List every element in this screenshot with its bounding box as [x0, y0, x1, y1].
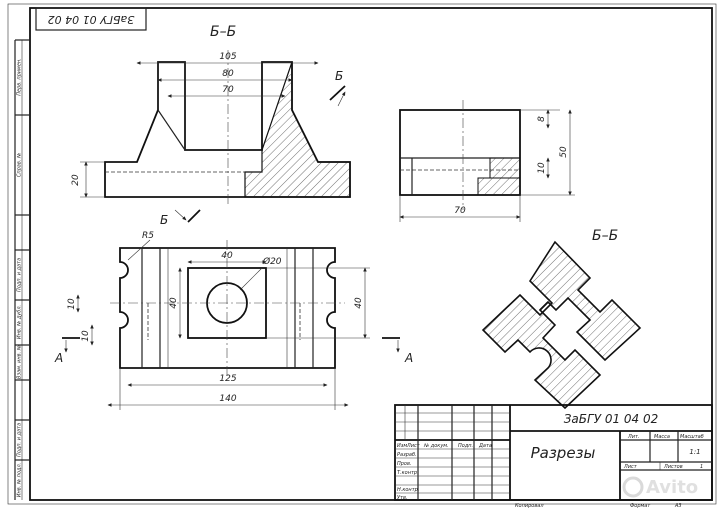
row-label: Разраб.: [397, 452, 417, 458]
rotated-stamp-text: ЗаБГУ 01 04 02: [48, 13, 135, 26]
section-title: Б–Б: [210, 24, 236, 40]
strip-label: Справ. №: [17, 153, 23, 177]
row-label: Пров.: [397, 461, 412, 467]
title-block: ЗаБГУ 01 04 02 Разрезы Изм Лист № докум.…: [394, 404, 713, 509]
dim-20: 20: [71, 174, 81, 186]
cut-letter-a-left: А: [54, 351, 63, 365]
dim-50: 50: [559, 146, 569, 158]
format-value: А3: [674, 503, 682, 509]
row-label: Т.контр.: [397, 470, 419, 476]
mass-label: Масса: [654, 434, 670, 440]
dim-10-a: 10: [67, 298, 77, 310]
cut-letter-a-right: А: [404, 351, 413, 365]
strip-label: Подп. и дата: [17, 258, 23, 292]
col-header: Изм: [397, 443, 407, 449]
dim-40-right: 40: [354, 297, 364, 309]
dim-80: 80: [222, 69, 234, 79]
dim-105: 105: [219, 52, 236, 62]
dim-125: 125: [219, 374, 236, 384]
sheets-value: 1: [700, 464, 703, 470]
dim-8: 8: [537, 116, 547, 122]
drawing-name: Разрезы: [531, 444, 596, 462]
watermark: Avito: [622, 476, 698, 498]
dim-phi20: Ø20: [262, 256, 282, 267]
left-strip: Перв. примен. Справ. № Подп. и дата Инв.…: [14, 39, 30, 500]
scale-value: 1:1: [689, 448, 700, 456]
strip-label: Инв. № подл.: [17, 463, 23, 498]
strip-label: Взам. инв. №: [17, 345, 23, 379]
dim-10-b: 10: [81, 330, 91, 342]
col-header: Дата: [478, 443, 492, 449]
dim-10-side: 10: [537, 162, 547, 174]
cut-letter-b-top: Б: [160, 213, 168, 227]
dim-40-top: 40: [221, 251, 233, 261]
section-hatch: [244, 61, 351, 198]
scale-label: Масштаб: [680, 434, 704, 440]
sheets-label: Листов: [663, 464, 683, 470]
dim-40-left: 40: [169, 297, 179, 309]
copied-label: Копировал: [515, 503, 544, 509]
row-label: Утв.: [397, 495, 408, 501]
side-hatch-upper: [489, 157, 521, 179]
iso-section-title: Б–Б: [592, 228, 618, 244]
inner-frame: [29, 7, 713, 501]
iso-hatched-shape: [481, 240, 642, 410]
front-section-view: Б–Б 105 80 70 20 Б: [71, 24, 351, 205]
top-view: 40 Ø20 R5 40 40 10 10 125 140 Б А А: [54, 209, 413, 410]
strip-label: Перв. примен.: [17, 58, 23, 96]
row-label: Н.контр.: [397, 487, 419, 493]
sheet-label: Лист: [623, 464, 638, 470]
lit-label: Лит.: [627, 434, 640, 440]
side-view: 50 8 10 70: [399, 100, 575, 222]
watermark-logo-icon: [622, 476, 644, 498]
dim-r5: R5: [142, 231, 154, 241]
dim-70: 70: [222, 85, 234, 95]
isometric-section: Б–Б: [481, 228, 642, 410]
outer-frame: [7, 3, 717, 505]
rotated-stamp: ЗаБГУ 01 04 02: [35, 7, 147, 31]
cut-letter-b: Б: [335, 69, 343, 83]
format-label: Формат: [630, 503, 651, 509]
dim-140: 140: [219, 394, 236, 404]
strip-label: Инв. № дубл.: [17, 305, 23, 339]
strip-label: Подп. и дата: [17, 423, 23, 457]
col-header: Лист: [406, 443, 421, 449]
side-hatch: [477, 177, 521, 196]
col-header: Подп.: [458, 443, 473, 449]
watermark-text: Avito: [646, 477, 698, 498]
dim-70-side: 70: [454, 206, 466, 216]
designation: ЗаБГУ 01 04 02: [564, 412, 659, 426]
col-header: № докум.: [423, 443, 449, 449]
